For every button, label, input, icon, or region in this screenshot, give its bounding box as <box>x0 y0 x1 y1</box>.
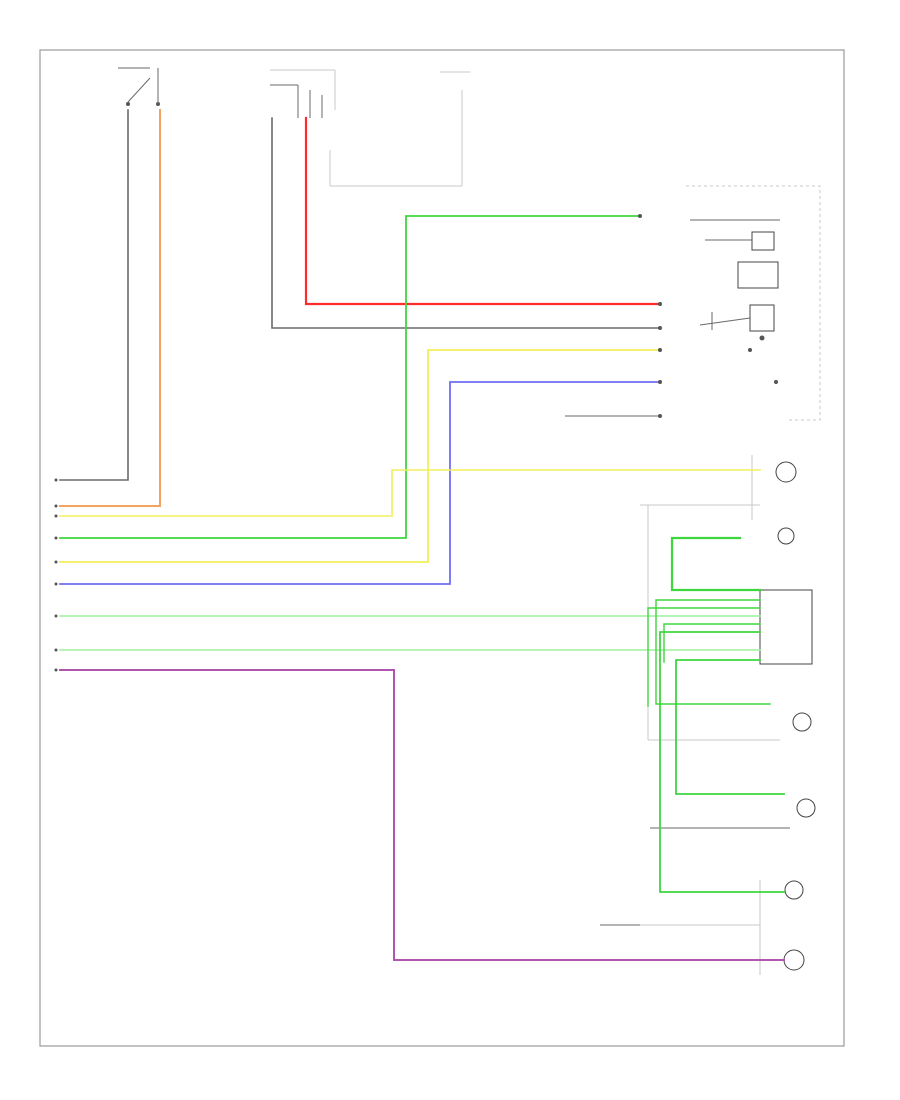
diagram-frame <box>39 49 845 1047</box>
right-components <box>759 461 816 971</box>
wire-rx-green-a <box>655 599 771 705</box>
relay-coil-2 <box>737 261 779 289</box>
wire-rx-green-c <box>663 623 761 663</box>
sensor-4 <box>796 798 816 818</box>
top-switch <box>118 67 160 106</box>
wire-red <box>304 116 662 306</box>
wire-violet <box>59 669 785 961</box>
wire-rx-green-d <box>675 659 785 795</box>
sensor-3 <box>792 712 812 732</box>
relay-coil-1 <box>751 231 775 251</box>
wire-yellow-top <box>59 349 661 563</box>
left-pins <box>54 478 58 672</box>
aux-lines <box>565 415 790 975</box>
wire-gray-left <box>59 109 129 481</box>
wires <box>59 109 785 961</box>
right-terminals <box>638 214 778 418</box>
wire-rx-green-e <box>659 631 785 893</box>
wire-yellow-low <box>59 469 761 517</box>
top-connector-right <box>440 71 470 186</box>
wire-orange <box>59 109 161 507</box>
sensor-1 <box>775 461 797 483</box>
wire-green-low <box>670 536 762 592</box>
receiver-module <box>759 589 813 665</box>
relay-switch <box>749 304 775 332</box>
sensor-5 <box>784 880 804 900</box>
wire-green-top <box>59 215 641 539</box>
sensor-6 <box>783 949 805 971</box>
top-connector-mid <box>270 69 462 187</box>
sensor-2 <box>777 527 795 545</box>
wire-blue <box>59 381 661 585</box>
wire-rx-green-b <box>647 607 761 707</box>
relay-block <box>686 185 821 421</box>
wire-gray-mid <box>271 117 661 329</box>
